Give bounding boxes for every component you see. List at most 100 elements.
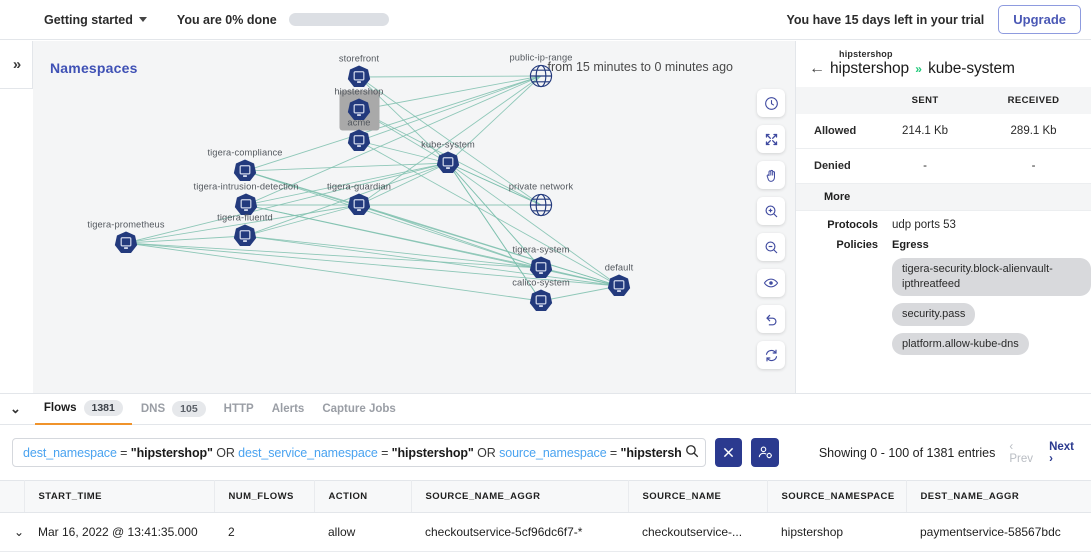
node-icon[interactable]	[436, 151, 461, 176]
service-graph[interactable]: Namespaces from 15 minutes to 0 minutes …	[33, 41, 795, 393]
progress-bar	[288, 13, 389, 26]
col-source_namespace[interactable]: SOURCE_NAMESPACE	[767, 480, 907, 513]
user-settings-button[interactable]	[751, 438, 779, 467]
policy-chip[interactable]: tigera-security.block-alienvault-ipthrea…	[892, 258, 1091, 296]
chevron-down-icon	[138, 17, 147, 22]
graph-node-hipstershop[interactable]: hipstershop	[334, 87, 383, 130]
node-label: calico-system	[512, 277, 570, 288]
tab-http[interactable]: HTTP	[215, 394, 263, 425]
policy-chip[interactable]: security.pass	[892, 302, 976, 326]
graph-node-acme[interactable]: acme	[347, 118, 372, 154]
node-icon[interactable]	[529, 256, 554, 281]
tab-count-badge: 1381	[83, 400, 123, 416]
node-label: storefront	[338, 53, 380, 64]
more-section-header[interactable]: More	[796, 184, 1091, 211]
graph-node-tigera-system[interactable]: tigera-system	[512, 245, 569, 281]
pan-hand-icon[interactable]	[757, 161, 785, 189]
graph-node-tigera-prometheus[interactable]: tigera-prometheus	[87, 220, 164, 256]
node-label: default	[604, 262, 634, 273]
clear-filter-button[interactable]	[715, 438, 743, 467]
node-icon[interactable]	[347, 193, 372, 218]
node-icon[interactable]	[607, 274, 632, 299]
policies-list: Egress tigera-security.block-alienvault-…	[892, 239, 1091, 356]
node-icon[interactable]	[114, 231, 139, 256]
node-icon[interactable]	[347, 98, 372, 123]
next-page-button[interactable]: Next ›	[1049, 440, 1075, 465]
flow-detail-panel: hipstershop ← hipstershop » kube-system …	[795, 41, 1091, 393]
time-range-icon[interactable]	[757, 89, 785, 117]
graph-node-storefront[interactable]: storefront	[339, 54, 379, 90]
panel-source: hipstershop	[830, 60, 910, 77]
graph-toolbar	[757, 89, 785, 369]
graph-node-private-network[interactable]: private network	[509, 182, 573, 218]
node-icon[interactable]	[347, 65, 372, 90]
node-icon[interactable]	[529, 193, 554, 218]
cell-start-time: Mar 16, 2022 @ 13:41:35.000	[24, 512, 214, 552]
policies-row: Policies Egress tigera-security.block-al…	[796, 231, 1091, 356]
panel-kicker: hipstershop	[839, 49, 893, 59]
table-row: Allowed 214.1 Kb 289.1 Kb	[796, 114, 1091, 149]
col-dest_name_aggr[interactable]: DEST_NAME_AGGR	[906, 480, 1091, 513]
node-label: hipstershop	[334, 86, 384, 97]
allowed-received: 289.1 Kb	[976, 114, 1091, 149]
zoom-out-icon[interactable]	[757, 233, 785, 261]
col-source_name[interactable]: SOURCE_NAME	[628, 480, 768, 513]
col-num_flows[interactable]: NUM_FLOWS	[214, 480, 315, 513]
cell-num-flows: 2	[214, 512, 314, 552]
col-source_name_aggr[interactable]: SOURCE_NAME_AGGR	[411, 480, 629, 513]
refresh-icon[interactable]	[757, 341, 785, 369]
tab-capture-jobs[interactable]: Capture Jobs	[313, 394, 405, 425]
col-action[interactable]: ACTION	[314, 480, 412, 513]
col-sent: SENT	[874, 87, 977, 114]
tab-alerts[interactable]: Alerts	[263, 394, 314, 425]
graph-node-public-ip-range[interactable]: public-ip-range	[510, 53, 572, 89]
graph-node-tigera-guardian[interactable]: tigera-guardian	[327, 182, 391, 218]
cell-action: allow	[314, 512, 411, 552]
graph-node-calico-system[interactable]: calico-system	[512, 278, 570, 314]
node-label: tigera-system	[512, 244, 570, 255]
visibility-icon[interactable]	[757, 269, 785, 297]
upgrade-button[interactable]: Upgrade	[998, 5, 1081, 34]
zoom-in-icon[interactable]	[757, 197, 785, 225]
search-input[interactable]: dest_namespace = "hipstershop" OR dest_s…	[12, 438, 706, 467]
cell-source-namespace: hipstershop	[767, 512, 906, 552]
tab-label: Capture Jobs	[322, 403, 396, 415]
node-icon[interactable]	[529, 64, 554, 89]
chevron-down-icon[interactable]: ⌄	[0, 512, 24, 552]
search-icon[interactable]	[681, 444, 699, 461]
undo-icon[interactable]	[757, 305, 785, 333]
allowed-sent: 214.1 Kb	[874, 114, 977, 149]
graph-node-tigera-intrusion-detection[interactable]: tigera-intrusion-detection	[194, 182, 298, 218]
protocols-value: udp ports 53	[892, 219, 956, 231]
graph-node-kube-system[interactable]: kube-system	[421, 140, 475, 176]
getting-started-menu[interactable]: Getting started	[44, 13, 147, 27]
chevron-down-icon[interactable]: ⌄	[10, 401, 21, 416]
prev-page-button[interactable]: ‹ Prev	[1009, 440, 1034, 465]
node-label: tigera-guardian	[326, 181, 392, 192]
progress-label: You are 0% done	[176, 12, 277, 27]
policy-chip[interactable]: platform.allow-kube-dns	[892, 332, 1029, 356]
fit-screen-icon[interactable]	[757, 125, 785, 153]
node-icon[interactable]	[347, 129, 372, 154]
arrow-left-icon[interactable]: ←	[809, 60, 825, 77]
col-start_time[interactable]: START_TIME	[24, 480, 215, 513]
node-icon[interactable]	[529, 289, 554, 314]
traffic-table-header: SENT RECEIVED	[796, 87, 1091, 114]
cell-source-name-aggr: checkoutservice-5cf96dc6f7-*	[411, 512, 628, 552]
graph-node-tigera-compliance[interactable]: tigera-compliance	[207, 148, 282, 184]
node-icon[interactable]	[233, 159, 258, 184]
cell-dest-name-aggr: paymentservice-58567bdc	[906, 512, 1091, 552]
node-icon[interactable]	[234, 193, 259, 218]
sidebar-expand-button[interactable]: »	[0, 41, 33, 89]
node-icon[interactable]	[233, 224, 258, 249]
graph-time-range: from 15 minutes to 0 minutes ago	[547, 60, 733, 74]
graph-node-default[interactable]: default	[605, 263, 633, 299]
trial-notice: You have 15 days left in your trial	[786, 12, 985, 27]
graph-node-tigera-fluentd[interactable]: tigera-fluentd	[217, 213, 273, 249]
tab-label: DNS	[140, 403, 166, 415]
